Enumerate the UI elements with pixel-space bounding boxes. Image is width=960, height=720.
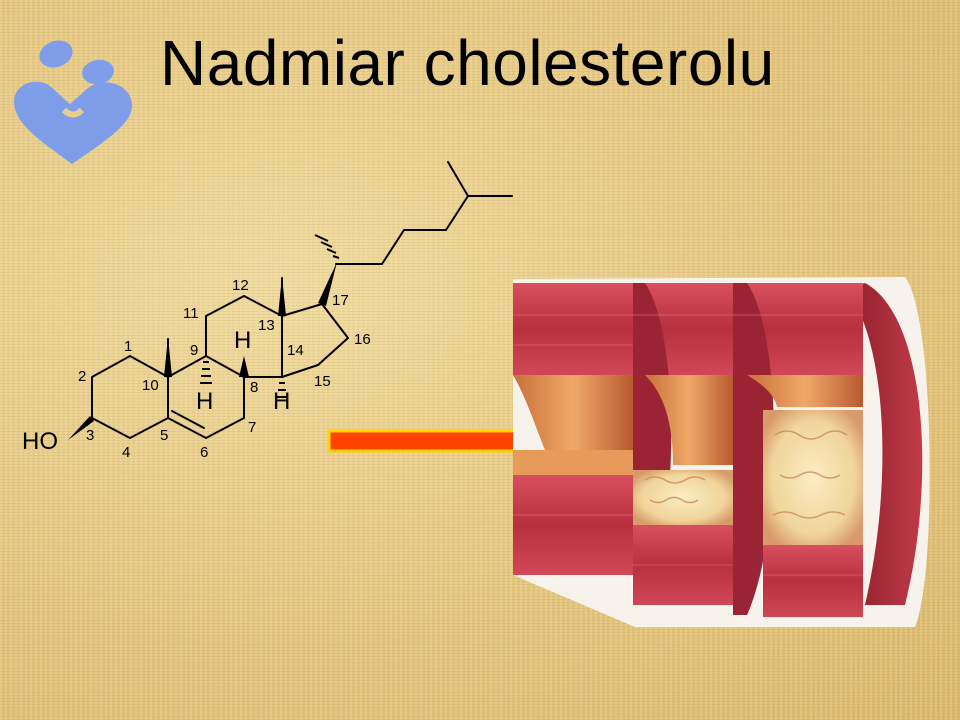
locant-15: 15 — [314, 373, 331, 390]
artery-plaque-stages-icon — [513, 277, 930, 627]
locant-6: 6 — [200, 444, 208, 461]
locant-3: 3 — [86, 427, 94, 444]
locant-10: 10 — [142, 377, 159, 394]
locant-4: 4 — [122, 444, 130, 461]
locant-2: 2 — [78, 368, 86, 385]
slide-title: Nadmiar cholesterolu — [160, 27, 775, 99]
locant-11: 11 — [183, 305, 199, 322]
locant-12: 12 — [232, 277, 249, 294]
people-heart-logo-icon — [14, 40, 132, 164]
locant-13: 13 — [258, 317, 275, 334]
locant-16: 16 — [354, 331, 371, 348]
cholesterol-structure-icon: HO H H H 1 2 3 4 5 6 7 8 9 10 11 12 13 1… — [22, 161, 513, 461]
hydrogen-9-label: H — [196, 388, 213, 415]
hydrogen-8-label: H — [234, 327, 251, 354]
hydroxyl-label: HO — [22, 428, 58, 455]
locant-1: 1 — [124, 338, 132, 355]
locant-9: 9 — [190, 342, 198, 359]
locant-7: 7 — [248, 419, 256, 436]
locant-14: 14 — [287, 342, 304, 359]
locant-17: 17 — [332, 292, 349, 309]
locant-8: 8 — [250, 379, 258, 396]
hydrogen-14-label: H — [273, 388, 290, 415]
locant-5: 5 — [160, 427, 168, 444]
